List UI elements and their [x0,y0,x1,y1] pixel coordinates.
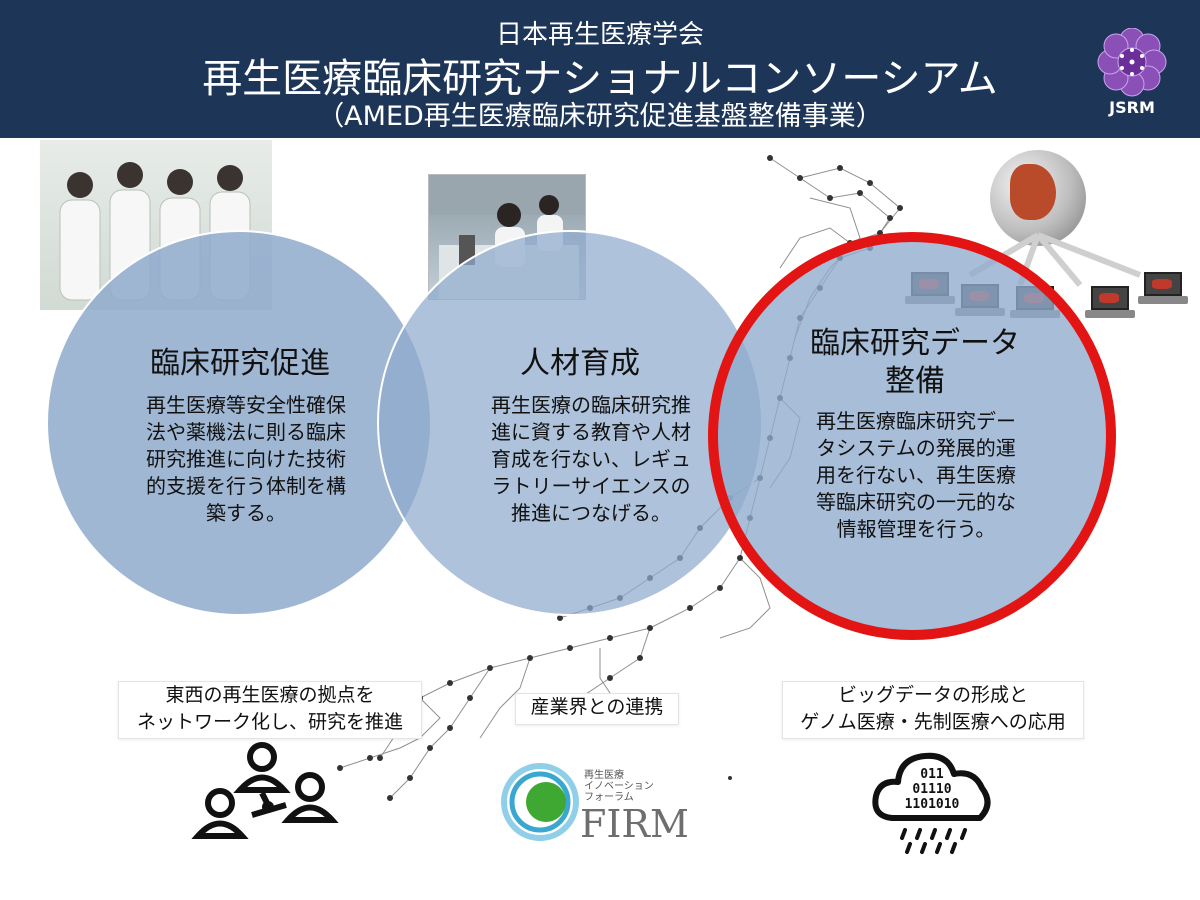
project-subtitle: （AMED再生医療臨床研究促進基盤整備事業） [317,101,883,132]
cloud-bits-line: 01110 [912,782,951,797]
circle1-body-line: 築する。 [206,501,286,525]
circle-clinical-data-infrastructure [708,232,1116,640]
cloud-bits-line: 1101010 [905,797,960,812]
label-line: 産業界との連携 [530,696,664,718]
firm-jp-line: 再生医療 [584,770,624,781]
label-line: ゲノム医療・先制医療への応用 [800,711,1066,733]
circle2-body-line: 進に資する教育や人材 [491,420,691,444]
label-industry-collaboration: 産業界との連携 [515,693,679,725]
firm-jp-line: イノベーション [584,781,654,792]
circle1-body: 再生医療等安全性確保 法や薬機法に則る臨床 研究推進に向けた技術 的支援を行う体… [110,392,382,527]
label-line: ネットワーク化し、研究を推進 [136,711,403,733]
label-big-data: ビッグデータの形成と ゲノム医療・先制医療への応用 [782,681,1084,739]
consortium-title: 再生医療臨床研究ナショナルコンソーシアム [202,56,998,102]
circle1-body-line: 法や薬機法に則る臨床 [146,420,346,444]
firm-jp-line: フォーラム [584,792,634,803]
firm-japanese-name: 再生医療 イノベーション フォーラム [584,770,654,803]
people-network-icon [191,742,339,839]
circle2-body-line: 育成を行ない、レギュ [491,447,691,471]
circle3-title: 臨床研究データ 整備 [775,325,1055,401]
logo-text: JSRM [1109,98,1155,117]
circle3-title-line: 臨床研究データ [810,326,1020,361]
globe-icon [990,150,1086,246]
laptop-icon [1085,286,1135,320]
circle-human-resource-development [377,230,763,616]
circle3-body-line: 等臨床研究の一元的な [816,490,1016,514]
circle1-body-line: 再生医療等安全性確保 [146,393,346,417]
circle1-body-line: 的支援を行う体制を構 [146,474,346,498]
circle2-body-line: 再生医療の臨床研究推 [491,393,691,417]
circle3-body-line: 用を行ない、再生医療 [816,463,1016,487]
jsrm-logo: JSRM [1092,27,1172,124]
label-network-hubs: 東西の再生医療の拠点を ネットワーク化し、研究を推進 [118,681,422,739]
circle2-body-line: 推進につなげる。 [511,501,671,525]
label-line: ビッグデータの形成と [837,684,1028,706]
circle2-body-line: ラトリーサイエンスの [491,474,691,498]
circle2-body: 再生医療の臨床研究推 進に資する教育や人材 育成を行ない、レギュ ラトリーサイエ… [455,392,727,527]
label-line: 東西の再生医療の拠点を [165,684,375,706]
cloud-bits-line: 011 [920,767,944,782]
firm-name: FIRM [580,802,689,846]
circle3-title-line: 整備 [885,364,945,399]
laptop-icon [1138,272,1188,306]
circle-clinical-research-promotion [46,230,432,616]
circle3-body: 再生医療臨床研究デー タシステムの発展的運 用を行ない、再生医療 等臨床研究の一… [780,408,1052,543]
firm-logo: 再生医療 イノベーション フォーラム FIRM [500,758,690,848]
header-banner: 日本再生医療学会 再生医療臨床研究ナショナルコンソーシアム （AMED再生医療臨… [0,0,1200,138]
society-name: 日本再生医療学会 [495,20,704,50]
circle3-body-line: 情報管理を行う。 [836,517,996,541]
circle3-body-line: 再生医療臨床研究デー [816,409,1016,433]
circle1-title: 臨床研究促進 [150,346,330,381]
circle3-body-line: タシステムの発展的運 [816,436,1016,460]
circle2-title: 人材育成 [520,346,640,381]
data-cloud-icon: 011 01110 1101010 [872,752,991,854]
circle1-body-line: 研究推進に向けた技術 [146,447,346,471]
